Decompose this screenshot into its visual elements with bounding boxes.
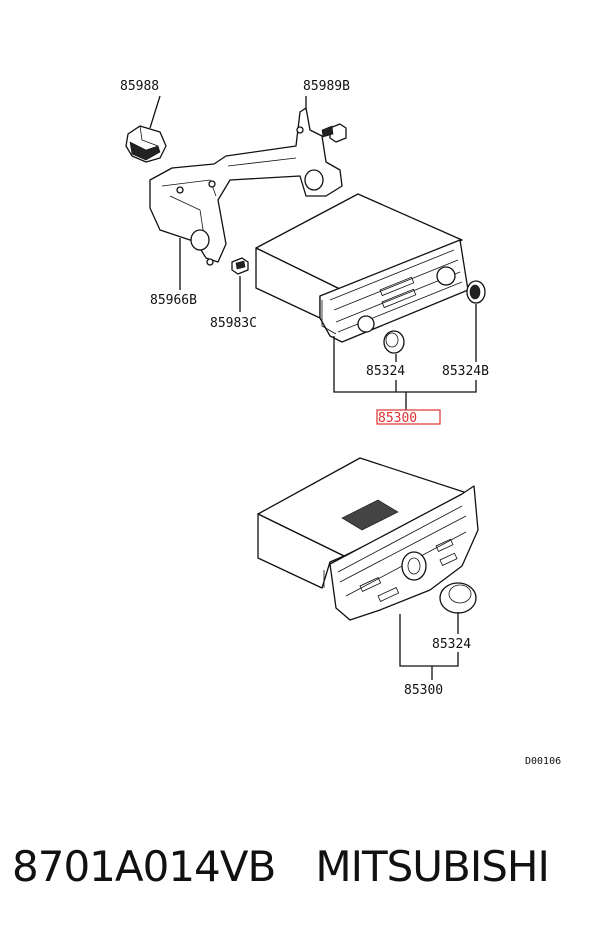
clip-85988 [125,125,167,163]
label-85989b: 85989B [303,79,350,94]
part-number: 8701A014VB [12,842,276,891]
label-85324-bottom: 85324 [432,637,471,652]
knob-85324-bottom [439,582,477,614]
label-85324-top: 85324 [366,364,405,379]
brand-name: MITSUBISHI [315,842,550,891]
label-85300-bottom: 85300 [404,683,443,698]
knob-85324b [466,280,486,304]
highlight-box [376,409,441,425]
diagram-code: D00106 [525,756,561,767]
caption: 8701A014VB MITSUBISHI [12,842,592,891]
radio-unit-bottom [257,457,479,621]
parts-diagram: 85988 85989B 85966B 85983C 85324 85324B … [120,79,561,767]
label-85983c: 85983C [210,316,257,331]
mounting-bracket [149,107,343,266]
label-85988: 85988 [120,79,159,94]
knob-85324-top [383,330,405,354]
radio-unit-top [255,193,469,343]
label-85966b: 85966B [150,293,197,308]
screw-85983c [231,257,249,275]
bolt-85989b [321,123,347,143]
label-85324b: 85324B [442,364,489,379]
label-85300-top: 85300 [378,411,417,426]
